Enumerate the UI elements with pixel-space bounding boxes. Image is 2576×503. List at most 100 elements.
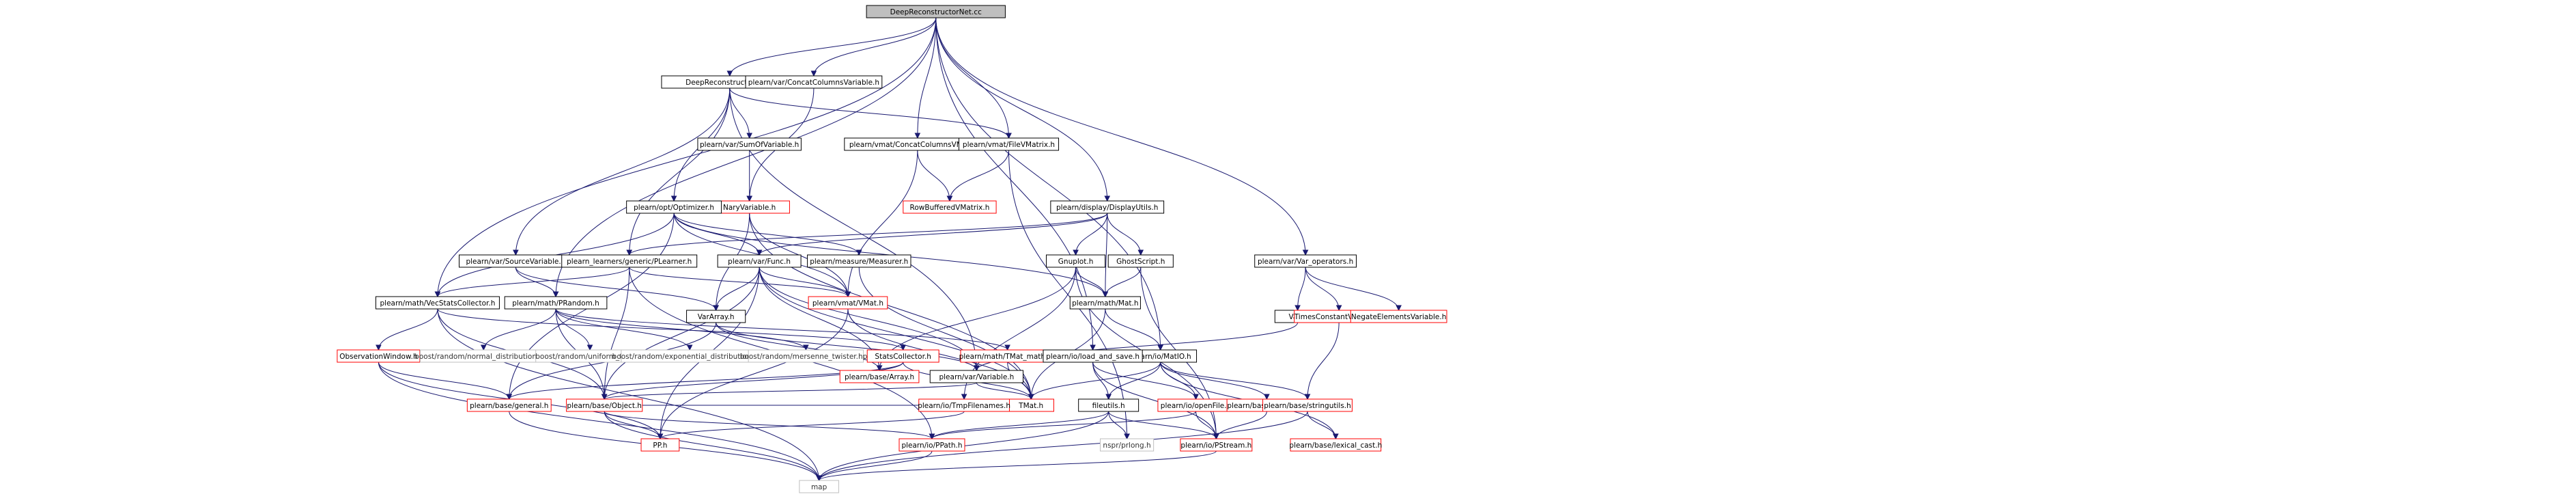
node-rowbuf[interactable]: RowBufferedVMatrix.h xyxy=(903,200,997,214)
node-naryvar[interactable]: NaryVariable.h xyxy=(709,200,790,214)
node-label: plearn/vmat/VMat.h xyxy=(812,299,883,308)
node-ghostscript[interactable]: GhostScript.h xyxy=(1107,254,1174,268)
node-tmpfiles[interactable]: plearn/io/TmpFilenames.h xyxy=(918,398,1010,412)
edge-prandom-to-b_expo xyxy=(555,308,693,351)
node-concatcolvmat[interactable]: plearn/vmat/ConcatColumnsVMatrix.h xyxy=(844,137,991,151)
node-sourcevar[interactable]: plearn/var/SourceVariable.h xyxy=(459,254,573,268)
node-func[interactable]: plearn/var/Func.h xyxy=(717,254,802,268)
edge-concatcolvmat-to-rowbuf xyxy=(917,150,953,202)
node-box xyxy=(561,254,698,268)
edge-stringutils-to-lexcast xyxy=(1307,411,1339,440)
node-array[interactable]: plearn/base/Array.h xyxy=(839,370,920,383)
node-label: ObservationWindow.h xyxy=(339,353,417,361)
node-label: plearn/io/load_and_save.h xyxy=(1046,353,1140,361)
node-plearner[interactable]: plearn_learners/generic/PLearner.h xyxy=(561,254,698,268)
node-box xyxy=(1262,398,1353,412)
edge-root-to-concatcolvmat xyxy=(914,17,937,139)
node-displayutils[interactable]: plearn/display/DisplayUtils.h xyxy=(1050,200,1165,214)
node-negateel[interactable]: NegateElementsVariable.h xyxy=(1350,310,1447,323)
node-box xyxy=(866,349,939,363)
edge-vecstats-to-obswindow xyxy=(376,308,438,351)
node-statscoll[interactable]: StatsCollector.h xyxy=(866,349,939,363)
edge-matio-to-stringutils xyxy=(1160,362,1311,400)
node-map: map xyxy=(799,480,839,493)
node-filevmat[interactable]: plearn/vmat/FileVMatrix.h xyxy=(958,137,1060,151)
edge-varops-to-negateel xyxy=(1305,267,1402,312)
node-label: plearn/math/PRandom.h xyxy=(512,299,599,308)
edge-tostring-to-pstream xyxy=(1213,411,1267,440)
node-label: plearn/base/Array.h xyxy=(845,373,914,381)
node-varray[interactable]: VarArray.h xyxy=(686,310,746,323)
node-vecstats[interactable]: plearn/math/VecStatsCollector.h xyxy=(375,296,500,310)
node-b-normal: boost/random/normal_distribution.hpp xyxy=(414,349,553,363)
node-varops[interactable]: plearn/var/Var_operators.h xyxy=(1254,254,1357,268)
node-measurer[interactable]: plearn/measure/Measurer.h xyxy=(807,254,911,268)
node-box xyxy=(1107,254,1174,268)
node-optimizer[interactable]: plearn/opt/Optimizer.h xyxy=(626,200,722,214)
node-loadsave[interactable]: plearn/io/load_and_save.h xyxy=(1043,349,1143,363)
node-vmat[interactable]: plearn/vmat/VMat.h xyxy=(808,296,888,310)
node-tmat[interactable]: TMat.h xyxy=(1008,398,1054,412)
node-box xyxy=(566,398,643,412)
edge-root-to-concatcolvar xyxy=(810,17,937,77)
node-concatcolvar[interactable]: plearn/var/ConcatColumnsVariable.h xyxy=(745,75,883,89)
edge-func-to-vmat xyxy=(759,267,851,298)
edge-plearner-to-vecstats xyxy=(434,267,630,298)
node-box xyxy=(337,349,421,363)
node-label: DeepReconstructorNet.cc xyxy=(890,8,982,16)
edge-displayutils-to-plearner xyxy=(626,213,1108,256)
node-lexcast[interactable]: plearn/base/lexical_cast.h xyxy=(1289,438,1382,452)
edge-ghostscript-to-pmat xyxy=(1102,267,1142,298)
node-pstream[interactable]: plearn/io/PStream.h xyxy=(1180,438,1253,452)
node-label: plearn/io/PPath.h xyxy=(901,441,962,450)
node-box xyxy=(839,370,920,383)
node-root: DeepReconstructorNet.cc xyxy=(866,5,1006,18)
edge-root-to-varops xyxy=(935,17,1309,256)
edge-loadsave-to-openfile xyxy=(1092,362,1199,400)
node-box xyxy=(697,137,802,151)
node-ppath[interactable]: plearn/io/PPath.h xyxy=(898,438,965,452)
node-label: plearn/var/Var_operators.h xyxy=(1258,258,1353,266)
node-label: plearn/io/TmpFilenames.h xyxy=(918,402,1010,410)
edge-drn_h-to-filevmat xyxy=(729,87,1012,139)
node-label: boost/random/uniform_01.hpp xyxy=(535,353,645,361)
node-openfile[interactable]: plearn/io/openFile.h xyxy=(1157,398,1234,412)
node-tmat-maths[interactable]: plearn/math/TMat_maths.h xyxy=(959,349,1056,363)
node-box xyxy=(1180,438,1253,452)
node-box xyxy=(686,310,746,323)
edge-prandom-to-b_mersenne xyxy=(555,308,809,351)
node-label: boost/random/mersenne_twister.hpp xyxy=(740,353,873,361)
node-box xyxy=(1100,438,1155,452)
node-layer: DeepReconstructorNet.ccDeepReconstructor… xyxy=(337,5,1447,493)
node-box xyxy=(1078,398,1140,412)
edge-vecstats-to-statscoll xyxy=(437,308,907,351)
node-sumofvar[interactable]: plearn/var/SumOfVariable.h xyxy=(697,137,802,151)
node-pp[interactable]: PP.h xyxy=(640,438,680,452)
edge-varops-to-timesconst xyxy=(1305,267,1342,312)
edge-obswindow-to-map xyxy=(378,362,822,482)
node-label: TMat.h xyxy=(1018,402,1043,410)
node-gnuplot[interactable]: Gnuplot.h xyxy=(1045,254,1106,268)
node-label: plearn/measure/Measurer.h xyxy=(810,258,908,266)
edge-plearner-to-object xyxy=(601,267,630,400)
edge-drn_h-to-plearner xyxy=(626,87,731,256)
edge-statscoll-to-general xyxy=(506,362,904,400)
node-fileutils[interactable]: fileutils.h xyxy=(1078,398,1140,412)
node-general[interactable]: plearn/base/general.h xyxy=(466,398,552,412)
node-stringutils[interactable]: plearn/base/stringutils.h xyxy=(1262,398,1353,412)
node-prandom[interactable]: plearn/math/PRandom.h xyxy=(504,296,608,310)
node-b-mersenne: boost/random/mersenne_twister.hpp xyxy=(740,349,873,363)
edge-matio-to-tmat xyxy=(1028,362,1161,400)
node-label: nspr/prlong.h xyxy=(1103,441,1150,450)
node-label: Gnuplot.h xyxy=(1058,258,1094,266)
node-object[interactable]: plearn/base/Object.h xyxy=(566,398,643,412)
node-box xyxy=(808,296,888,310)
node-pmat[interactable]: plearn/math/Mat.h xyxy=(1069,296,1141,310)
node-label: plearn/var/Variable.h xyxy=(939,373,1014,381)
node-label: plearn/var/Func.h xyxy=(728,258,791,266)
edge-concatcolvmat-to-vmat xyxy=(845,150,918,298)
node-variable[interactable]: plearn/var/Variable.h xyxy=(929,370,1024,383)
node-obswindow[interactable]: ObservationWindow.h xyxy=(337,349,421,363)
node-label: plearn/math/TMat_maths.h xyxy=(959,353,1056,361)
